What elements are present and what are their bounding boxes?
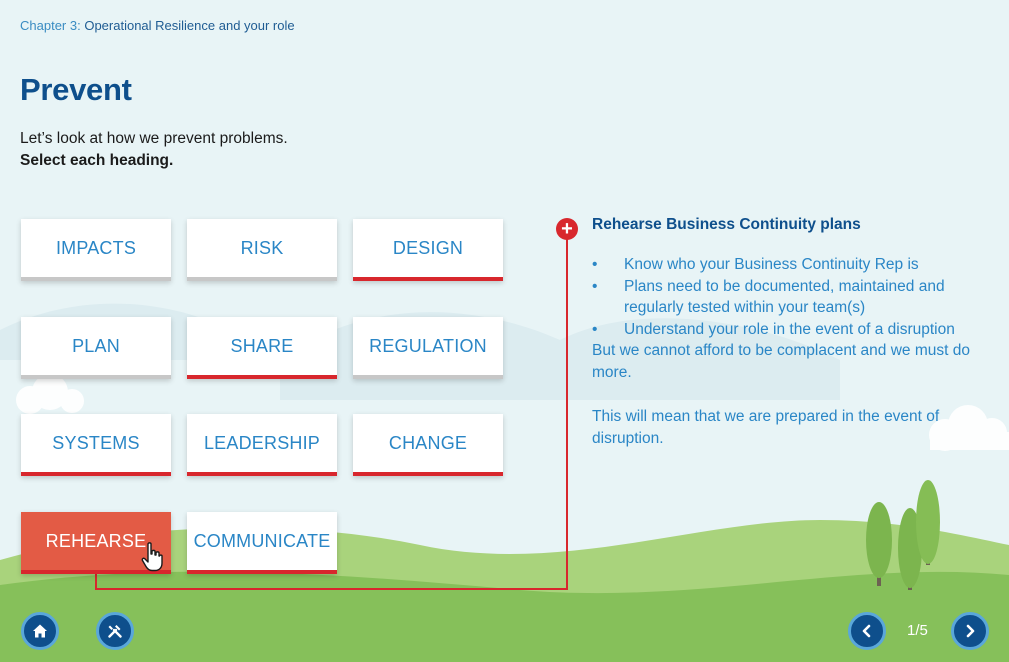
page-title: Prevent — [20, 72, 132, 107]
tile-design[interactable]: DESIGN — [353, 219, 503, 281]
intro-line: Let’s look at how we prevent problems. — [20, 130, 288, 147]
tools-button[interactable] — [96, 612, 134, 650]
tile-plan[interactable]: PLAN — [21, 317, 171, 379]
chevron-left-icon — [862, 624, 871, 638]
chapter-prefix: Chapter 3: — [20, 18, 81, 33]
tile-change[interactable]: CHANGE — [353, 414, 503, 476]
tools-icon — [108, 625, 122, 638]
chapter-title: Operational Resilience and your role — [84, 18, 295, 33]
tile-share[interactable]: SHARE — [187, 317, 337, 379]
tile-systems[interactable]: SYSTEMS — [21, 414, 171, 476]
bullet-item: Know who your Business Continuity Rep is — [592, 254, 992, 276]
tile-impacts[interactable]: IMPACTS — [21, 219, 171, 281]
tile-leadership[interactable]: LEADERSHIP — [187, 414, 337, 476]
bullet-item: Plans need to be documented, maintained … — [592, 276, 992, 319]
plus-icon: + — [556, 218, 578, 240]
intro-text: Let’s look at how we prevent problems. S… — [20, 128, 288, 172]
bullet-item: Understand your role in the event of a d… — [592, 319, 992, 341]
tile-risk[interactable]: RISK — [187, 219, 337, 281]
next-button[interactable] — [951, 612, 989, 650]
tile-regulation[interactable]: REGULATION — [353, 317, 503, 379]
panel-footer-text: This will mean that we are prepared in t… — [592, 408, 940, 447]
bullet-continuation: But we cannot afford to be complacent an… — [592, 342, 970, 381]
home-icon — [33, 624, 47, 638]
chapter-breadcrumb: Chapter 3: Operational Resilience and yo… — [20, 18, 295, 33]
instruction-text: Select each heading. — [20, 152, 174, 169]
panel-title: Rehearse Business Continuity plans — [592, 216, 861, 233]
page-counter: 1/5 — [907, 622, 928, 639]
chevron-right-icon — [966, 624, 975, 638]
previous-button[interactable] — [848, 612, 886, 650]
hand-cursor-icon — [141, 542, 163, 572]
home-button[interactable] — [21, 612, 59, 650]
panel-bullet-list: Know who your Business Continuity Rep is… — [592, 254, 992, 384]
tile-communicate[interactable]: COMMUNICATE — [187, 512, 337, 574]
